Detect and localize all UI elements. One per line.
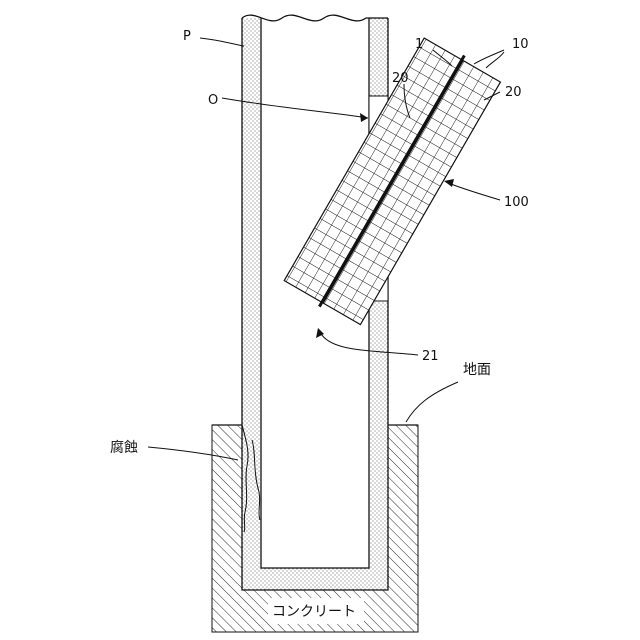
label-layer-top: 10 — [512, 37, 529, 52]
label-corrosion: 腐蝕 — [110, 439, 138, 456]
label-opening: O — [208, 93, 218, 108]
label-bottom-end: 21 — [422, 349, 439, 364]
label-concrete: コンクリート — [272, 604, 356, 620]
label-member: 1 — [415, 37, 423, 52]
label-pole: P — [183, 29, 191, 44]
label-ground-surface: 地面 — [463, 362, 491, 378]
label-assembly: 100 — [504, 195, 529, 210]
label-layer-right: 20 — [505, 85, 522, 100]
label-layer-left: 20 — [392, 71, 409, 86]
